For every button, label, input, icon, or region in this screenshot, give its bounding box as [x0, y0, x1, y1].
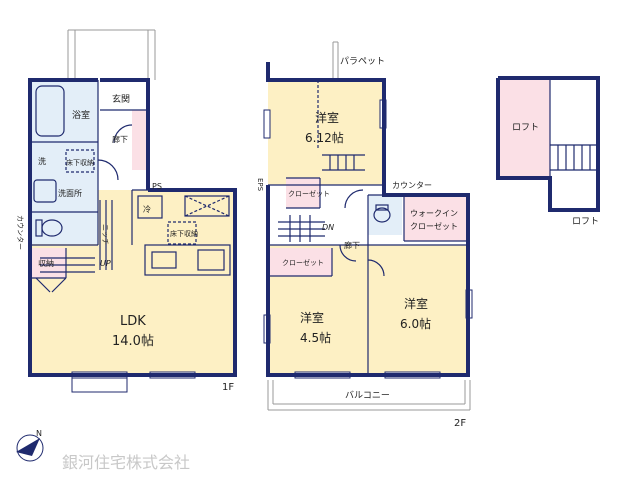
loft-interior	[549, 78, 598, 178]
floor-1f-label: 1F	[222, 382, 234, 393]
toilet-fill	[30, 212, 98, 244]
kitchen-fill	[132, 190, 235, 282]
compass: N	[16, 429, 44, 462]
room-b-size: 4.5帖	[300, 330, 331, 345]
company-name: 銀河住宅株式会社	[62, 453, 190, 472]
entrance-porch	[67, 29, 156, 80]
closet-long-label: クローゼット	[282, 258, 324, 267]
parapet-label: パラペット	[340, 56, 385, 67]
ps-label: PS	[152, 182, 162, 191]
walk-in-fill	[404, 195, 468, 241]
walls-1f	[28, 78, 237, 377]
hall-label-1f-text: 廊下	[112, 134, 128, 144]
balcony	[267, 380, 471, 411]
washroom-label: 洗面所	[58, 188, 82, 198]
ldk-name: LDK	[120, 314, 146, 329]
closet-small-label: クローゼット	[288, 189, 330, 198]
niche-label: ニッチ	[101, 224, 109, 245]
entrance-fill	[100, 80, 148, 110]
room-a-name: 洋室	[315, 110, 339, 125]
room-a-fill	[268, 80, 384, 185]
closet-long-fill	[268, 248, 332, 276]
entrance-closet-fill	[132, 110, 148, 170]
eps-label: EPS	[256, 178, 264, 192]
entrance-label: 玄関	[112, 93, 130, 105]
room-c-name: 洋室	[404, 296, 428, 311]
storage-label: 収納	[38, 258, 54, 268]
washroom-fill	[30, 142, 98, 212]
room-c-size: 6.0帖	[400, 316, 431, 331]
counter-label-1f: カウンター	[16, 215, 25, 250]
floor-1f: 玄関 浴室 廊下 洗 床下収納 洗面所 PS 冷 カウンター ニッチ 収納 UP…	[16, 29, 237, 393]
parapet	[332, 41, 339, 80]
loft-plan-label: ロフト	[572, 217, 599, 227]
room-c-fill	[368, 245, 468, 375]
up-label: UP	[100, 259, 111, 268]
interior-lines	[30, 80, 235, 293]
loft-plan: ロフト ロフト	[496, 76, 600, 227]
balcony-label: バルコニー	[345, 390, 390, 401]
underfloor-wash-label: 床下収納	[66, 158, 94, 167]
room-a-size: 6.12帖	[305, 130, 344, 145]
walls-2f	[266, 62, 470, 377]
loft-walls	[496, 76, 600, 212]
fridge-label: 冷	[143, 204, 151, 214]
loft-room-fill	[498, 78, 550, 178]
counter-label-2f: カウンター	[392, 181, 432, 190]
kitchen-underfloor-label: 床下収納	[170, 229, 198, 238]
closet-small-fill	[286, 178, 320, 208]
toilet-2f-fill	[368, 195, 402, 235]
hall-label-2f: 廊下	[344, 240, 360, 250]
compass-arrow-icon	[16, 438, 40, 456]
wash-label: 洗	[38, 156, 46, 166]
ldk-size: 14.0帖	[112, 334, 154, 349]
room-b-name: 洋室	[300, 310, 324, 325]
hall-label-1f: 廊下	[112, 134, 128, 144]
floor-2f: パラペット 洋室 6.12帖 EPS クローゼット カウンター DN 廊下 ウォ…	[256, 41, 473, 429]
bath-label: 浴室	[72, 109, 90, 121]
compass-north: N	[36, 429, 42, 438]
storage-fill	[30, 248, 66, 278]
floor-2f-label: 2F	[454, 418, 466, 429]
loft-room-label: ロフト	[512, 123, 539, 133]
walk-in-line1: ウォークイン	[410, 209, 458, 218]
walk-in-line2: クローゼット	[410, 221, 458, 231]
dn-label: DN	[322, 223, 334, 232]
compass-circle	[16, 434, 44, 462]
